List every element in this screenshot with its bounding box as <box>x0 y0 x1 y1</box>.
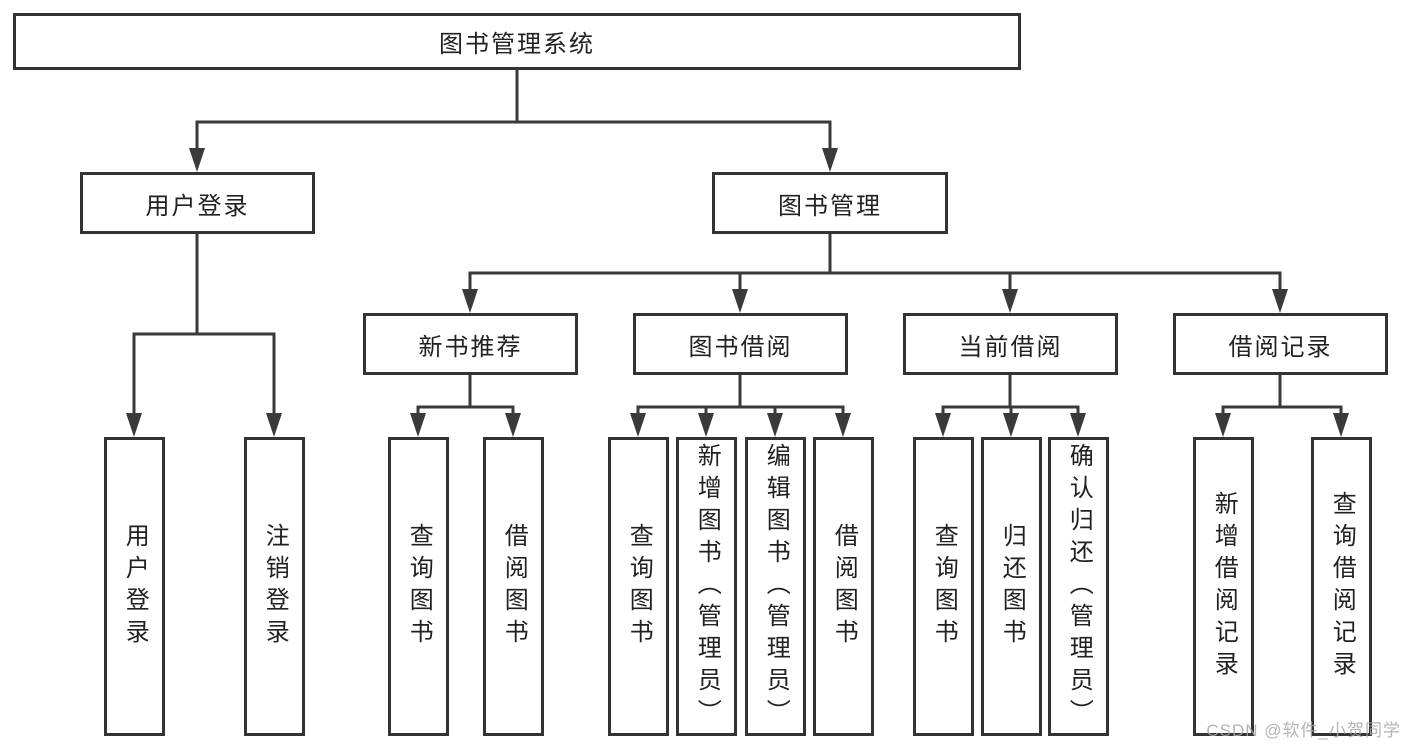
watermark: CSDN @软件_小贺同学 <box>1206 721 1401 740</box>
leaf-add-book-admin: 新增图书（管理员） <box>676 437 737 736</box>
node-label: 注销登录 <box>261 522 289 651</box>
leaf-logout: 注销登录 <box>244 437 305 736</box>
leaf-borrow-books: 借阅图书 <box>813 437 874 736</box>
leaf-confirm-return-admin: 确认归还（管理员） <box>1048 437 1109 736</box>
node-label: 当前借阅 <box>958 333 1063 361</box>
node-label: 用户登录 <box>145 192 250 220</box>
node-current-borrow: 当前借阅 <box>903 313 1118 375</box>
node-library-system: 图书管理系统 <box>13 13 1021 70</box>
node-user-login: 用户登录 <box>80 172 315 234</box>
node-book-management: 图书管理 <box>712 172 948 234</box>
node-label: 确认归还（管理员） <box>1065 442 1093 731</box>
node-label: 查询图书 <box>405 522 433 651</box>
node-book-borrow: 图书借阅 <box>633 313 848 375</box>
node-label: 借阅图书 <box>830 522 858 651</box>
leaf-edit-book-admin: 编辑图书（管理员） <box>745 437 806 736</box>
leaf-user-login: 用户登录 <box>104 437 165 736</box>
node-label: 新增借阅记录 <box>1210 490 1238 683</box>
leaf-add-borrow-record: 新增借阅记录 <box>1193 437 1254 736</box>
node-new-book-recommend: 新书推荐 <box>363 313 578 375</box>
node-label: 查询图书 <box>625 522 653 651</box>
node-label: 用户登录 <box>121 522 149 651</box>
node-label: 图书管理系统 <box>439 31 595 58</box>
leaf-return-books: 归还图书 <box>981 437 1042 736</box>
node-label: 图书借阅 <box>688 333 793 361</box>
node-label: 归还图书 <box>998 522 1026 651</box>
node-label: 查询借阅记录 <box>1328 490 1356 683</box>
node-borrow-records: 借阅记录 <box>1173 313 1388 375</box>
node-label: 编辑图书（管理员） <box>762 442 790 731</box>
node-label: 查询图书 <box>930 522 958 651</box>
leaf-query-books-borrow: 查询图书 <box>608 437 669 736</box>
node-label: 借阅图书 <box>500 522 528 651</box>
node-label: 图书管理 <box>778 192 882 220</box>
node-label: 新书推荐 <box>418 333 523 361</box>
leaf-query-books-current: 查询图书 <box>913 437 974 736</box>
leaf-query-borrow-record: 查询借阅记录 <box>1311 437 1372 736</box>
leaf-query-books-recommend: 查询图书 <box>388 437 449 736</box>
node-label: 新增图书（管理员） <box>693 442 721 731</box>
leaf-borrow-books-recommend: 借阅图书 <box>483 437 544 736</box>
node-label: 借阅记录 <box>1228 333 1333 361</box>
